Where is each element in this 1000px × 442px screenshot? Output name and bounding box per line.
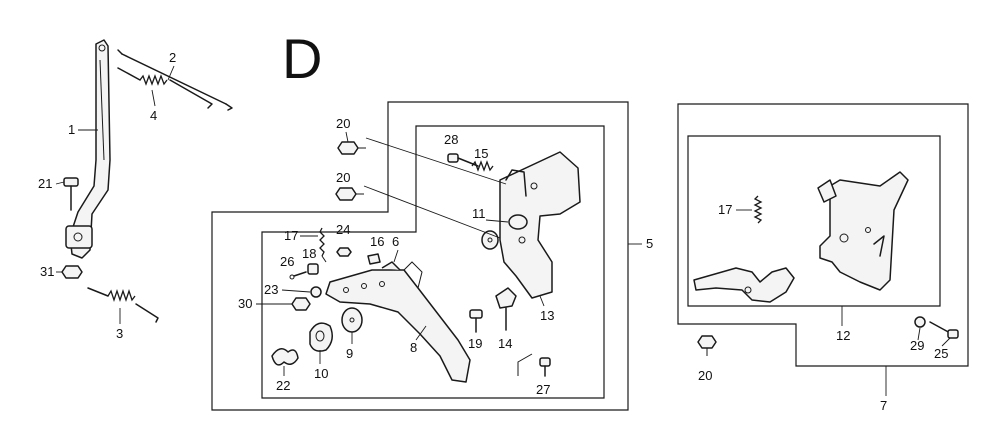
label-part-9: 9 [346,346,353,361]
spring-part-17-middle [319,227,327,263]
washer-part-9 [341,307,363,333]
nut-part-31 [61,265,83,279]
label-part-21: 21 [38,176,52,191]
governor-bracket-part-12 [817,171,909,291]
label-part-31: 31 [40,264,54,279]
assembly-frame-part-5 [211,101,629,411]
screw-part-19 [469,309,483,333]
label-part-29: 29 [910,338,924,353]
label-part-25: 25 [934,346,948,361]
governor-arm-part-12 [693,267,795,303]
bolt-part-21 [63,177,79,211]
label-part-8: 8 [410,340,417,355]
screw-part-26 [289,271,307,280]
tab-part-6 [381,261,401,271]
bolt-part-25 [929,321,959,339]
spring-part-17-right [753,195,763,224]
label-part-10: 10 [314,366,328,381]
label-part-30: 30 [238,296,252,311]
label-part-17-middle: 17 [284,228,298,243]
washer-part-29 [914,316,926,328]
label-part-2: 2 [169,50,176,65]
screw-part-20-top [337,141,366,155]
bolt-part-16 [367,253,381,265]
governor-spring-part-3 [87,287,159,323]
label-part-15: 15 [474,146,488,161]
label-part-28: 28 [444,132,458,147]
label-part-17-right: 17 [718,202,732,217]
lever-arm-part-8 [325,261,471,383]
label-part-18: 18 [302,246,316,261]
spring-part-4 [117,67,213,109]
label-part-1: 1 [68,122,75,137]
wing-nut-part-22 [271,348,299,366]
label-part-19: 19 [468,336,482,351]
bushing-part-18 [307,263,319,275]
nut-part-30 [291,297,311,311]
collar-part-11 [481,214,528,250]
label-part-4: 4 [150,108,157,123]
washer-part-23 [310,286,322,298]
spring-part-15 [471,160,494,172]
subassembly-frame-part-12 [687,135,941,307]
label-part-16: 16 [370,234,384,249]
label-part-11: 11 [472,206,486,221]
label-part-24: 24 [336,222,350,237]
nut-part-24 [336,247,352,257]
screw-part-27 [517,353,551,377]
throttle-rod-part-2 [117,49,233,111]
cam-part-10 [309,322,333,352]
clip-part-14 [495,287,517,331]
label-part-3: 3 [116,326,123,341]
label-part-12: 12 [836,328,850,343]
label-part-22: 22 [276,378,290,393]
label-part-20-right: 20 [698,368,712,383]
label-part-20-top: 20 [336,116,350,131]
label-part-6: 6 [392,234,399,249]
label-part-5: 5 [646,236,653,251]
label-part-14: 14 [498,336,512,351]
label-part-20-lower: 20 [336,170,350,185]
assembly-frame-part-7 [677,103,969,367]
label-part-23: 23 [264,282,278,297]
label-part-7: 7 [880,398,887,413]
section-letter: D [282,27,322,90]
control-lever-part-1 [65,39,111,259]
bracket-plate-part-13 [499,151,581,299]
label-part-26: 26 [280,254,294,269]
subassembly-frame-part-13 [261,125,605,399]
screw-part-28 [447,153,479,167]
label-part-27: 27 [536,382,550,397]
screw-part-20-lower [335,187,364,201]
label-part-13: 13 [540,308,554,323]
screw-part-20-right [697,335,717,356]
